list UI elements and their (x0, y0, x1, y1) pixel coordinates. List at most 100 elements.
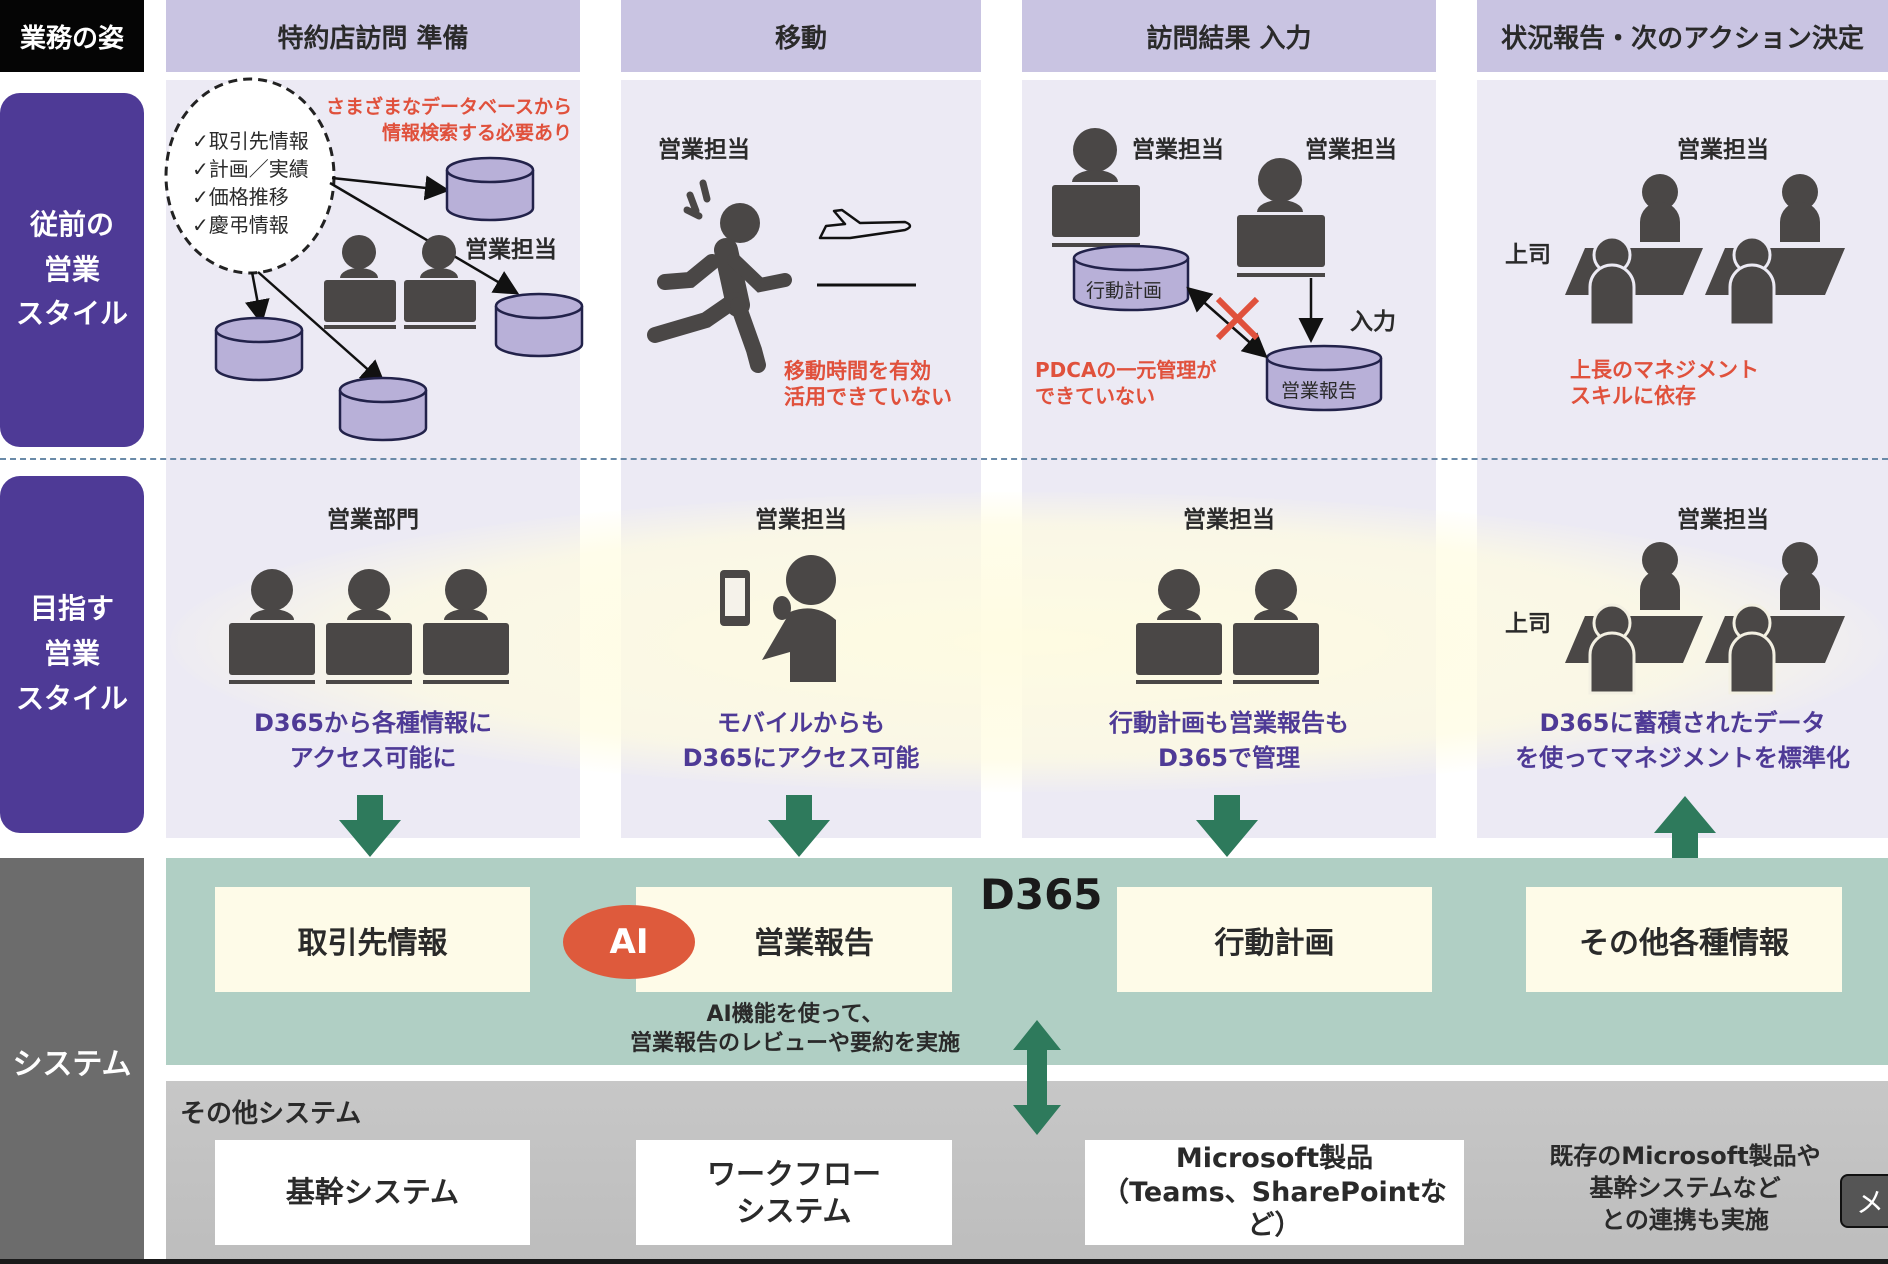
input-label: 入力 (1350, 309, 1396, 335)
issue-note-report: 上長のマネジメント スキルに依存 (1570, 357, 1759, 409)
arrow (331, 175, 450, 201)
d365-title: D365 (980, 870, 1103, 919)
row-label-before: 従前の 営業 スタイル (0, 93, 144, 447)
row-label-line: スタイル (15, 681, 128, 715)
database-icon (214, 316, 304, 382)
issue-note-prep: さまざまなデータベースから 情報検索する必要あり (318, 94, 572, 146)
boss-label: 上司 (1505, 611, 1551, 637)
target-desc-report: D365に蓄積されたデータ を使ってマネジメントを標準化 (1477, 706, 1888, 776)
row-label-system: システム (0, 858, 144, 1264)
row-label-line: 目指す (29, 592, 114, 626)
system-line: 基幹システム (285, 1175, 460, 1210)
person-laptop-icon (229, 569, 315, 684)
person-laptop-icon (404, 235, 476, 329)
person-laptop-icon (423, 569, 509, 684)
system-microsoft: Microsoft製品 （Teams、SharePointなど） (1085, 1140, 1464, 1245)
row-label-target: 目指す 営業 スタイル (0, 476, 144, 833)
meeting-icon (1565, 542, 1703, 695)
boss-label: 上司 (1505, 242, 1551, 268)
target-desc-input: 行動計画も営業報告も D365で管理 (1022, 706, 1436, 776)
arrow-down-icon (339, 795, 401, 857)
person-label: 営業担当 (658, 137, 750, 163)
integration-line: との連携も実施 (1601, 1206, 1769, 1234)
database-icon (338, 376, 428, 442)
meeting-icon (1705, 174, 1845, 327)
integration-note: 既存のMicrosoft製品や 基幹システムなど との連携も実施 (1510, 1140, 1860, 1236)
column-header-travel: 移動 (621, 0, 981, 72)
system-line: システム (736, 1193, 852, 1228)
target-desc-prep: D365から各種情報に アクセス可能に (166, 706, 580, 776)
integration-line: 基幹システムなど (1589, 1174, 1781, 1202)
issue-line: 上長のマネジメント (1570, 358, 1759, 382)
checklist-item: ✓取引先情報 (192, 129, 309, 153)
row-label-line: 営業 (43, 637, 100, 671)
ai-badge: AI (563, 905, 695, 979)
person-label: 営業担当 (1183, 507, 1275, 533)
desc-line: D365から各種情報に (253, 709, 493, 737)
person-label: 営業部門 (327, 507, 419, 533)
column-header-input: 訪問結果 入力 (1022, 0, 1436, 72)
arrow-up-icon (1654, 796, 1716, 858)
desc-line: 行動計画も営業報告も (1109, 709, 1349, 737)
checklist-item: ✓計画／実績 (192, 157, 309, 181)
person-laptop-icon (1233, 569, 1319, 684)
other-systems-title: その他システム (180, 1099, 362, 1129)
bidirectional-arrow-icon (1013, 1020, 1061, 1135)
integration-line: 既存のMicrosoft製品や (1549, 1142, 1821, 1170)
person-laptop-icon (1052, 128, 1140, 247)
ai-note-line: AI機能を使って、 (706, 1002, 884, 1027)
person-laptop-icon (324, 235, 396, 329)
meeting-icon (1565, 174, 1703, 327)
arrow-down-icon (1196, 795, 1258, 857)
arrow (245, 271, 270, 325)
system-line: ワークフロー (706, 1157, 881, 1192)
system-core: 基幹システム (215, 1140, 530, 1245)
issue-note-travel: 移動時間を有効 活用できていない (784, 358, 952, 410)
database-plan-label: 行動計画 (1086, 280, 1163, 302)
issue-line: PDCAの一元管理が (1035, 358, 1217, 382)
system-line: （Teams、SharePointなど） (1102, 1176, 1447, 1242)
desc-line: D365にアクセス可能 (682, 743, 920, 772)
checklist-item: ✓価格推移 (192, 185, 289, 209)
row-label-line: 営業 (43, 252, 100, 286)
overlay-menu-button[interactable]: メ (1840, 1174, 1888, 1228)
row-label-line: スタイル (15, 297, 128, 331)
checklist: ✓取引先情報 ✓計画／実績 ✓価格推移 ✓慶弔情報 (192, 127, 309, 239)
desc-line: D365に蓄積されたデータ (1539, 709, 1826, 737)
corner-label: 業務の姿 (0, 0, 144, 72)
airplane-icon (818, 208, 912, 240)
issue-line: できていない (1035, 384, 1155, 408)
mobile-person-icon (720, 555, 836, 682)
person-label: 営業担当 (1677, 507, 1769, 533)
info-bubble (164, 77, 336, 275)
database-icon (494, 292, 584, 358)
person-laptop-icon (1237, 158, 1325, 277)
bottom-bar (0, 1259, 1888, 1264)
bidirectional-arrow (1186, 286, 1268, 359)
column-header-prep: 特約店訪問 準備 (166, 0, 580, 72)
ai-note: AI機能を使って、 営業報告のレビューや要約を実施 (580, 1000, 1010, 1058)
issue-line: 情報検索する必要あり (381, 122, 572, 144)
ai-note-line: 営業報告のレビューや要約を実施 (629, 1031, 960, 1056)
person-label: 営業担当 (1132, 137, 1224, 163)
person-laptop-icon (1136, 569, 1222, 684)
desc-line: D365で管理 (1157, 743, 1301, 772)
arrow (329, 181, 520, 295)
system-workflow: ワークフロー システム (636, 1140, 952, 1245)
desc-line: を使ってマネジメントを標準化 (1515, 743, 1850, 772)
arrow (257, 271, 386, 386)
issue-note-input: PDCAの一元管理が できていない (1035, 357, 1216, 409)
issue-line: スキルに依存 (1570, 384, 1696, 408)
person-laptop-icon (326, 569, 412, 684)
issue-line: 移動時間を有効 (784, 359, 931, 383)
database-report-label: 営業報告 (1281, 380, 1358, 402)
checklist-item: ✓慶弔情報 (192, 213, 289, 237)
row-divider (0, 458, 1888, 460)
desc-line: アクセス可能に (289, 743, 457, 772)
target-desc-travel: モバイルからも D365にアクセス可能 (621, 706, 981, 776)
